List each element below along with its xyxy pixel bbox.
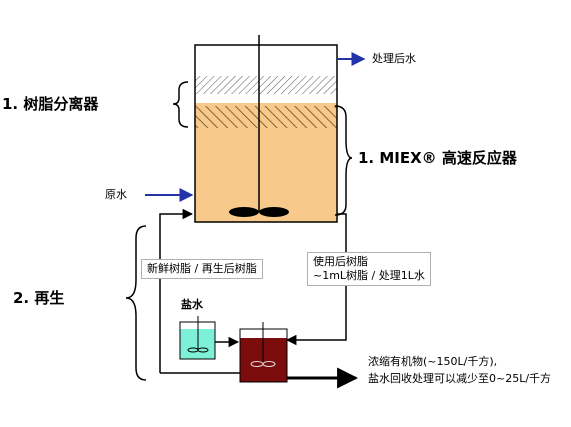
resin-separator-label: 1. 树脂分离器 [2,95,99,113]
treated-water-label: 处理后水 [372,52,416,65]
reactor-brace [334,105,353,216]
resin-separator-bed [195,76,337,94]
concentrate-label-1: 浓缩有机物(~150L/千方), [368,355,498,368]
regeneration-label: 2. 再生 [13,289,65,307]
raw-water-label: 原水 [105,188,127,201]
used-resin-note: 使用后树脂 ~1mL树脂 / 处理1L水 [307,252,431,286]
impeller-blade-left [229,207,259,217]
brine-label: 盐水 [181,298,203,311]
fresh-resin-note: 新鲜树脂 / 再生后树脂 [141,259,263,279]
fresh-resin-line [159,208,194,373]
miex-reactor-label: 1. MIEX® 高速反应器 [358,149,517,167]
fresh-resin-text: 新鲜树脂 / 再生后树脂 [147,262,257,275]
separator-brace [172,81,189,128]
miex-reactor-tank [194,35,338,223]
brine-impeller-right [197,347,209,353]
reactor-wall [194,44,338,223]
used-resin-text-1: 使用后树脂 [313,255,368,268]
regeneration-tank [239,322,288,383]
brine-tank [179,316,216,360]
impeller-blade-right [259,207,289,217]
concentrate-label-2: 盐水回收处理可以减少至0~25L/千方 [368,372,552,385]
regeneration-brace [125,225,147,381]
used-resin-text-2: ~1mL树脂 / 处理1L水 [313,269,425,282]
resin-settling-layer [195,106,337,128]
regen-impeller-right [262,361,276,367]
